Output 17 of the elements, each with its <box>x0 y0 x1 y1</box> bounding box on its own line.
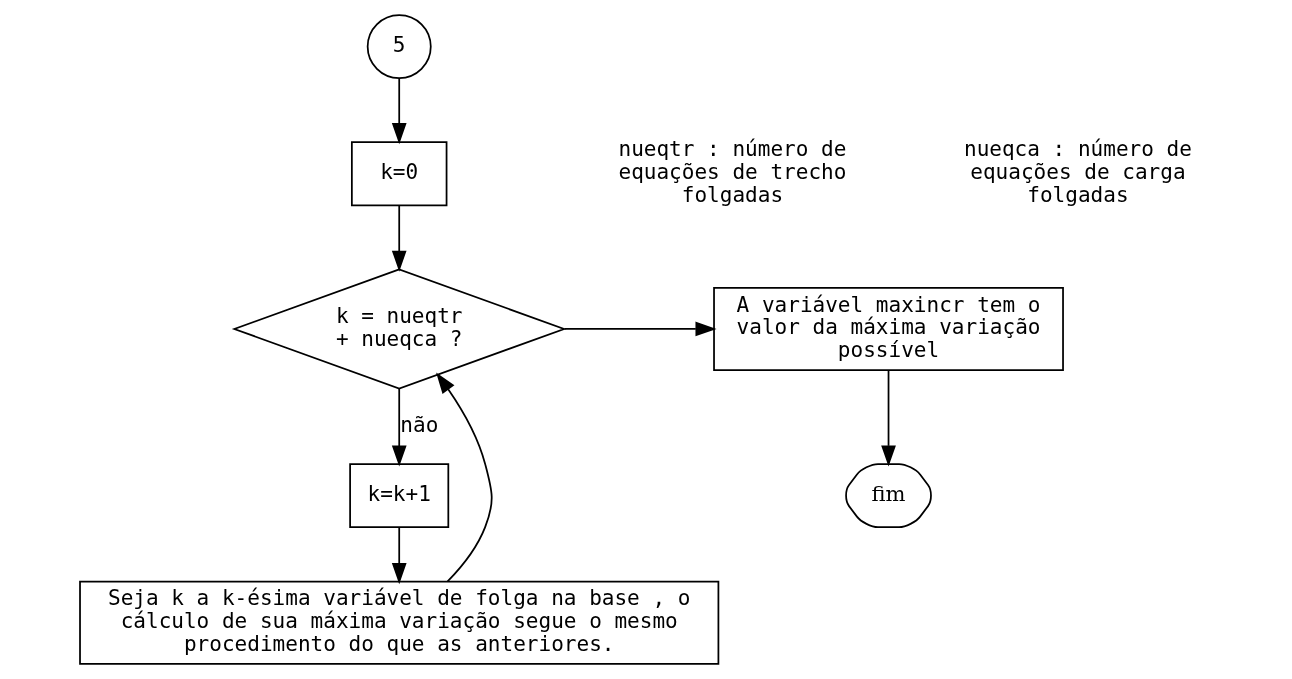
node-ellipse: fim <box>844 463 932 529</box>
label: nueqca : número de equações de carga folgadas <box>963 136 1192 207</box>
arrow <box>391 77 407 145</box>
arrow <box>391 526 407 585</box>
arrow <box>435 372 493 583</box>
node-circle: 5 <box>366 14 432 80</box>
arrow <box>391 204 407 272</box>
node-box: k=0 <box>350 141 447 207</box>
arrow <box>563 321 717 337</box>
arrow <box>880 369 896 467</box>
node-box: k=k+1 <box>348 463 449 529</box>
arrow <box>391 387 407 467</box>
node-box: A variável maxincr tem o valor da máxima variação possível <box>712 286 1064 372</box>
edge-label: não <box>399 411 438 437</box>
label: nueqtr : número de equações de trecho folgadas <box>617 136 846 207</box>
node-diamond: k = nueqtr + nueqca ? <box>231 268 567 390</box>
node-box: Seja k a k-ésima variável de folga na base , o cálculo de sua máxima variação segue o mesmo procedimento do que as anteriores. <box>78 580 719 665</box>
